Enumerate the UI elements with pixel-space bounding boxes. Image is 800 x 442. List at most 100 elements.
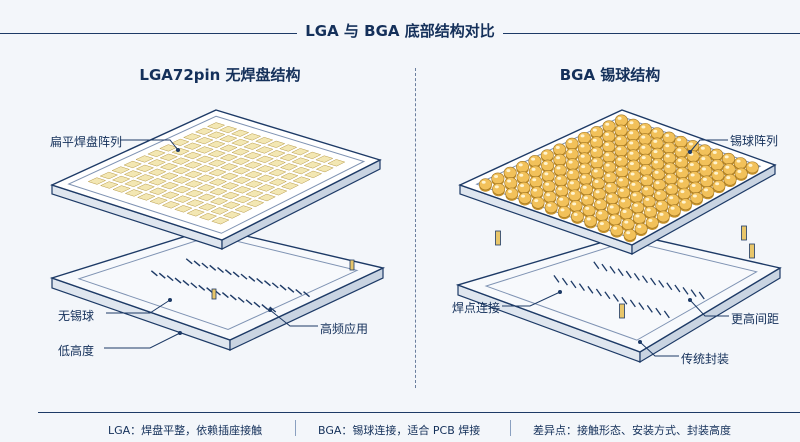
bga-ball-highlight — [558, 187, 563, 191]
bga-solder-ball — [517, 181, 531, 194]
leader-line — [269, 309, 318, 327]
bga-solder-ball — [602, 161, 616, 174]
bga-solder-ball — [722, 163, 736, 176]
bga-solder-ball — [595, 209, 609, 221]
bga-ball-highlight — [570, 191, 575, 195]
bga-solder-ball — [592, 187, 606, 200]
bga-solder-ball — [623, 228, 637, 241]
bga-solder-ball — [504, 177, 518, 189]
bga-ball-highlight — [592, 138, 597, 142]
bga-ball-highlight — [507, 179, 512, 183]
lga-flat-pad — [244, 170, 263, 179]
lga-socket-contact — [245, 299, 253, 306]
bga-solder-ball — [597, 219, 611, 232]
lga-flat-pad — [197, 193, 216, 202]
bga-ball-highlight — [521, 194, 526, 198]
bga-solder-ball — [578, 162, 592, 175]
lga-flat-pad — [209, 197, 229, 205]
bga-ball-highlight — [481, 180, 486, 184]
bga-ball-highlight — [531, 157, 536, 161]
bga-ball-highlight — [569, 181, 574, 185]
bga-ball-highlight — [506, 169, 511, 173]
lga-flat-pad — [171, 148, 190, 156]
lga-flat-pad — [87, 177, 107, 185]
lga-flat-pad — [257, 193, 276, 202]
lga-flat-pad — [186, 209, 205, 217]
bga-ball-highlight — [621, 199, 626, 203]
lga-alignment-pin — [349, 259, 355, 271]
bga-solder-ball — [531, 196, 545, 209]
bga-ball-highlight — [626, 231, 631, 235]
lga-flat-pad — [171, 157, 191, 165]
bga-ball-highlight — [629, 121, 634, 125]
lga-flat-pad — [246, 199, 265, 208]
bga-solder-ball — [711, 169, 725, 182]
lga-socket-contact — [253, 301, 261, 308]
lga-socket-contact — [269, 306, 277, 313]
lga-flat-pad — [280, 182, 300, 190]
bga-solder-ball — [621, 218, 635, 231]
bga-ball-highlight — [629, 162, 634, 166]
lga-flat-pad — [220, 163, 239, 171]
bga-ball-highlight — [704, 188, 709, 192]
bga-solder-ball — [662, 141, 676, 154]
bga-solder-ball — [677, 187, 691, 200]
bga-solder-ball — [590, 136, 604, 149]
bga-pcb-trace — [638, 302, 645, 311]
lga-socket-contact — [217, 266, 224, 274]
lga-flat-pad — [255, 155, 274, 163]
bga-ball-highlight — [617, 116, 622, 120]
lga-flat-pad — [267, 150, 286, 158]
leader-dot — [178, 331, 182, 335]
bga-ball-highlight — [580, 134, 585, 138]
bga-solder-ball — [666, 193, 680, 206]
lga-flat-pad — [230, 129, 250, 137]
lga-flat-pad — [174, 205, 193, 213]
bga-solder-ball — [590, 126, 604, 138]
bga-ball-highlight — [713, 161, 718, 165]
lga-flat-pad — [136, 174, 155, 182]
bga-ball-highlight — [712, 151, 717, 155]
bga-solder-ball — [628, 180, 642, 193]
bga-solder-ball — [578, 152, 592, 165]
bga-ball-highlight — [622, 209, 627, 213]
bga-ball-highlight — [637, 225, 642, 229]
bga-ball-highlight — [494, 174, 499, 178]
label-higher-clearance: 更高间距 — [731, 312, 780, 326]
bga-ball-highlight — [568, 150, 573, 154]
bga-ball-highlight — [593, 159, 598, 163]
bga-solder-ball — [541, 169, 555, 182]
bga-ball-highlight — [657, 202, 662, 206]
bga-solder-ball — [553, 164, 567, 176]
leader-dot — [688, 150, 692, 154]
bga-solder-ball — [602, 120, 616, 133]
lga-flat-pad — [268, 178, 287, 186]
lga-flat-pad — [184, 170, 203, 179]
bga-ball-highlight — [725, 165, 730, 169]
label-flat-pad-array: 扁平焊盘阵列 — [50, 135, 123, 149]
bga-solder-ball — [584, 215, 598, 227]
lga-flat-pad — [315, 164, 334, 173]
label-solder-joint: 焊点连接 — [452, 301, 501, 315]
bga-ball-highlight — [556, 166, 561, 170]
footer-separator — [510, 420, 511, 436]
lga-socket-contact — [237, 296, 245, 303]
bga-solder-ball — [540, 149, 554, 162]
lga-flat-pad — [255, 137, 274, 145]
bga-solder-ball — [553, 153, 567, 166]
lga-flat-pad — [149, 197, 168, 205]
bga-solder-ball — [604, 182, 618, 194]
bga-solder-ball — [566, 168, 580, 181]
bga-ball-highlight — [580, 144, 585, 148]
bga-solder-ball — [745, 161, 759, 174]
bga-ball-highlight — [555, 145, 560, 149]
lga-flat-pad — [267, 140, 286, 148]
lga-flat-pad — [183, 133, 202, 141]
bga-solder-ball — [698, 144, 712, 157]
bga-solder-ball — [554, 174, 568, 187]
bga-ball-highlight — [569, 170, 574, 174]
bga-solder-ball — [650, 147, 664, 160]
bga-ball-highlight — [642, 166, 647, 170]
bga-ball-highlight — [655, 181, 660, 185]
bga-ball-highlight — [573, 212, 578, 216]
